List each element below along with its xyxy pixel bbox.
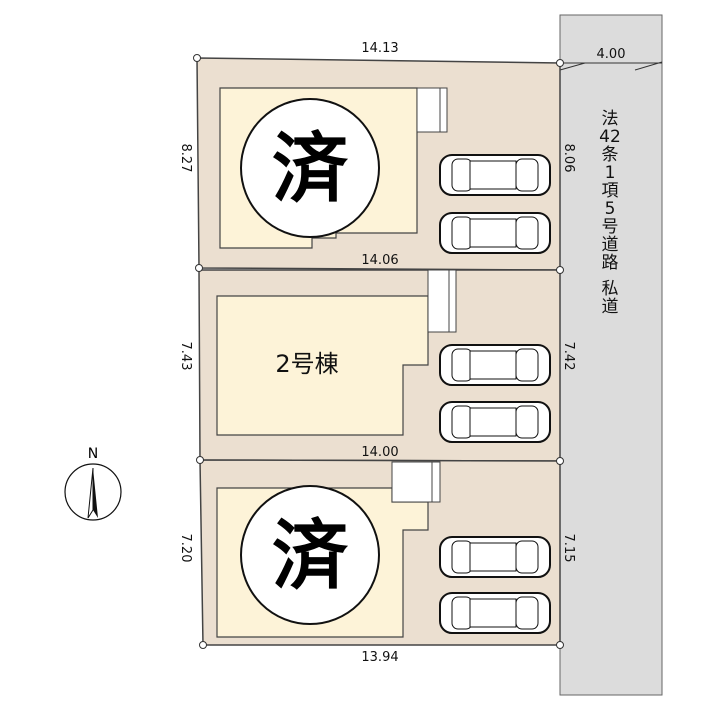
car-icon — [439, 212, 551, 254]
lot-3-right-dim: 7.15 — [561, 534, 576, 563]
boundary-marker — [195, 264, 203, 272]
sold-stamp-text: 済 — [272, 124, 349, 213]
car-icon — [439, 154, 551, 196]
car-icon — [439, 536, 551, 578]
car-icon — [439, 592, 551, 634]
lot-1-top-dim: 14.13 — [361, 41, 398, 56]
road-dim-line — [559, 62, 586, 71]
north-label: N — [88, 446, 98, 462]
road-label-char: 42 — [599, 127, 621, 147]
boundary-marker — [196, 456, 204, 464]
road-label-char: 号 — [601, 217, 619, 237]
lot-3-top-dim: 14.00 — [361, 445, 398, 460]
lot-2-right-dim: 7.42 — [561, 342, 576, 371]
boundary-marker — [556, 266, 564, 274]
road — [559, 14, 663, 696]
lot-1-left-dim: 8.27 — [178, 144, 193, 173]
lot-3-left-dim: 7.20 — [178, 534, 193, 563]
lot-2-left-dim: 7.43 — [178, 342, 193, 371]
lot-1-right-dim: 8.06 — [561, 144, 576, 173]
road-label-char: 法 — [601, 109, 619, 129]
road-label-char: 項 — [601, 181, 619, 201]
road-label-char: 5 — [604, 199, 616, 219]
sold-stamp-text: 済 — [272, 511, 349, 600]
boundary-marker — [556, 641, 564, 649]
road-label-char: 条 — [601, 145, 619, 165]
sold-stamp-1: 済 — [240, 98, 380, 238]
car-icon — [439, 401, 551, 443]
north-compass: N — [64, 446, 122, 521]
road-label-char: 1 — [604, 163, 616, 183]
lot-2-top-dim: 14.06 — [361, 253, 398, 268]
boundary-marker — [199, 641, 207, 649]
sold-stamp-3: 済 — [240, 485, 380, 625]
car-icon — [439, 344, 551, 386]
boundary-marker — [193, 54, 201, 62]
road-width-label: 4.00 — [597, 47, 626, 62]
compass-arrow-icon — [93, 468, 98, 518]
lot-3-bottom-dim: 13.94 — [361, 650, 398, 665]
road-label-char: 道 — [601, 297, 619, 317]
lot-2-name: 2号棟 — [275, 350, 338, 378]
boundary-marker — [556, 457, 564, 465]
boundary-marker — [556, 59, 564, 67]
road-label-char: 路 — [601, 253, 619, 273]
porch-2 — [427, 269, 457, 333]
porch-1 — [416, 87, 448, 133]
road-label-char: 私 — [601, 279, 619, 299]
road-label-char: 道 — [601, 235, 619, 255]
porch-3 — [391, 461, 441, 503]
